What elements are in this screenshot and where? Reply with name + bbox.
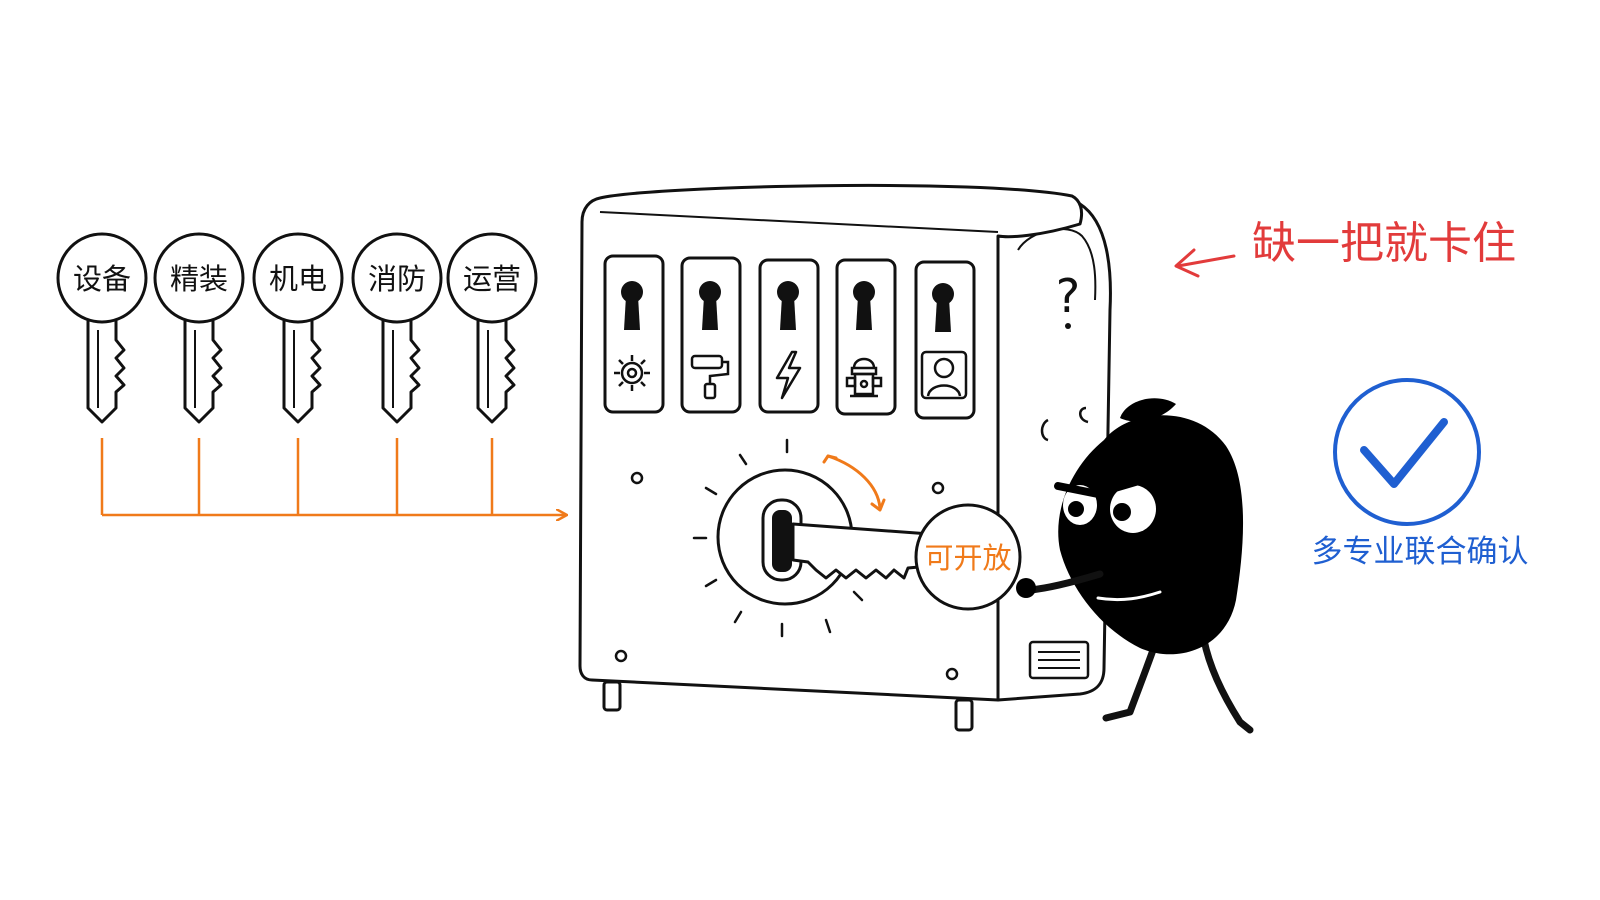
lock-slot-4: [835, 258, 897, 416]
master-key-label: 可开放: [924, 541, 1011, 575]
missing-key-note: 缺一把就卡住: [1174, 218, 1516, 278]
key-4: 消防: [351, 232, 443, 424]
paint-roller-icon: [690, 354, 730, 400]
cabinet-leg-right: [954, 698, 974, 732]
confirm-badge: 多专业联合确认: [1312, 378, 1529, 570]
key-1: 设备: [56, 232, 148, 424]
lock-cabinet: ?: [578, 183, 1112, 732]
key-label-1: 设备: [73, 262, 131, 296]
lock-slot-5: [914, 260, 976, 420]
question-mark: ?: [1056, 269, 1080, 323]
key-2: 精装: [153, 232, 245, 424]
checkmark-circle: [1333, 378, 1481, 526]
character: [1016, 398, 1254, 734]
key-3: 机电: [252, 232, 344, 424]
key-label-3: 机电: [269, 262, 327, 296]
lock-slot-2: [680, 256, 742, 414]
confirm-text: 多专业联合确认: [1312, 534, 1529, 570]
flow-connector: [100, 438, 566, 515]
character-tuft: [1120, 398, 1176, 422]
lock-slot-3: [758, 258, 820, 414]
rotate-arrow: [822, 454, 886, 512]
person-icon: [920, 350, 968, 400]
key-label-2: 精装: [170, 262, 228, 296]
lightning-icon: [775, 350, 802, 400]
cabinet-screws: [614, 471, 959, 681]
vent-grille: [1028, 640, 1090, 680]
cabinet-leg-left: [602, 680, 622, 712]
missing-key-text: 缺一把就卡住: [1252, 218, 1516, 269]
master-key: 可开放: [791, 503, 1022, 611]
key-set: 设备 精装 机电 消防 运营: [56, 232, 538, 424]
lock-slot-1: [603, 254, 665, 414]
gear-icon: [614, 355, 650, 391]
key-label-4: 消防: [368, 262, 426, 296]
key-5: 运营: [446, 232, 538, 424]
fire-hydrant-icon: [845, 357, 883, 398]
key-label-5: 运营: [463, 262, 521, 296]
character-body: [1058, 415, 1244, 655]
glow-rays: [692, 438, 864, 638]
checkmark-icon: [1360, 418, 1448, 488]
